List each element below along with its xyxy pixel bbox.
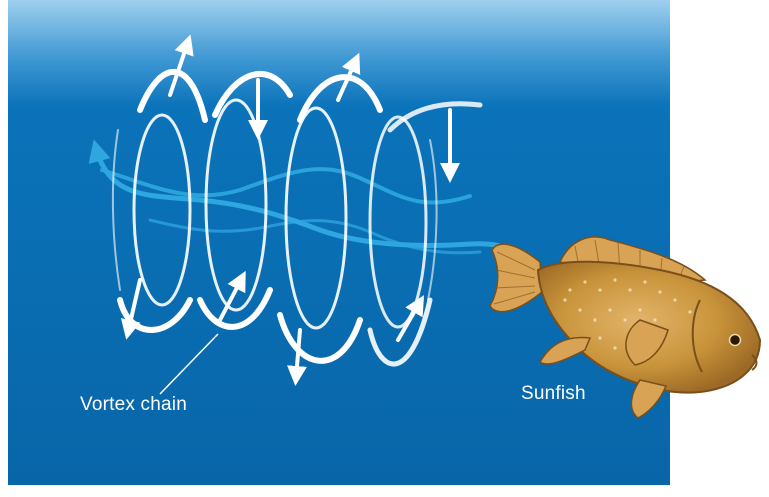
sunfish-label: Sunfish [521, 383, 586, 405]
fish-eye [730, 335, 741, 346]
vortex-chain-label: Vortex chain [80, 394, 187, 416]
